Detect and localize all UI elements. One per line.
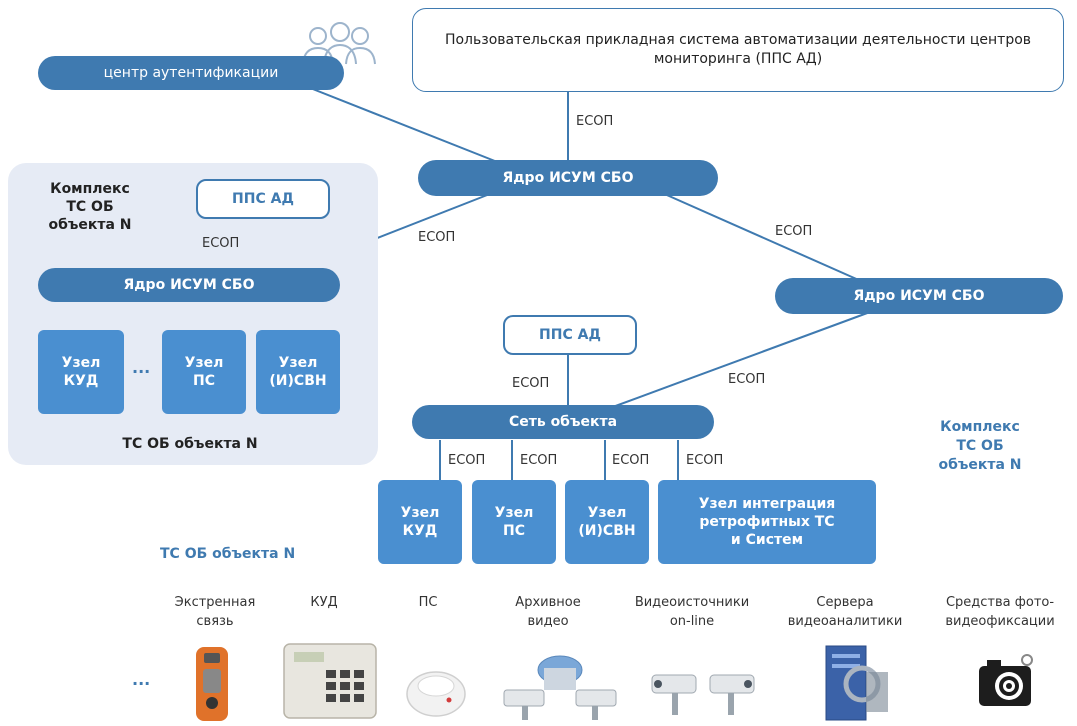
line-core-to-right-core bbox=[659, 191, 871, 286]
top-system-text: Пользовательская прикладная система авто… bbox=[444, 32, 1032, 67]
esop-label-node2: ЕСОП bbox=[520, 453, 558, 468]
device-label-kud: КУД bbox=[310, 595, 338, 610]
right-complex-label: Комплекс ТС ОБ объекта N bbox=[938, 419, 1022, 473]
right-node-kud: Узел КУД bbox=[378, 480, 462, 564]
right-node-isvn: Узел (И)СВН bbox=[565, 480, 649, 564]
left-node-isvn: Узел (И)СВН bbox=[256, 330, 340, 414]
esop-label-top: ЕСОП bbox=[576, 114, 614, 129]
left-complex-footer: ТС ОБ объекта N bbox=[122, 436, 258, 452]
users-icon bbox=[298, 18, 378, 72]
esop-label-right: ЕСОП bbox=[775, 224, 813, 239]
top-system-box: Пользовательская прикладная система авто… bbox=[412, 8, 1064, 92]
esop-label-net: ЕСОП bbox=[728, 372, 766, 387]
device-label-archive: Архивное видео bbox=[515, 595, 581, 629]
central-core: Ядро ИСУМ СБО bbox=[418, 160, 718, 196]
left-complex-title: Комплекс ТС ОБ объекта N bbox=[48, 181, 132, 234]
object-network: Сеть объекта bbox=[412, 405, 714, 439]
esop-label-right-pps: ЕСОП bbox=[512, 376, 550, 391]
device-label-analytics: Сервера видеоаналитики bbox=[787, 595, 903, 629]
esop-label-left: ЕСОП bbox=[418, 230, 456, 245]
video-analytics-server-icon bbox=[818, 640, 894, 726]
left-pps-box: ППС АД bbox=[196, 179, 330, 219]
right-node-ps: Узел ПС bbox=[472, 480, 556, 564]
right-core: Ядро ИСУМ СБО bbox=[775, 278, 1063, 314]
right-node-integration: Узел интеграция ретрофитных ТС и Систем bbox=[658, 480, 876, 564]
right-pps-box: ППС АД bbox=[503, 315, 637, 355]
esop-label-node4: ЕСОП bbox=[686, 453, 724, 468]
esop-label-node3: ЕСОП bbox=[612, 453, 650, 468]
auth-center: центр аутентификации bbox=[38, 56, 344, 90]
device-label-ps: ПС bbox=[418, 595, 438, 610]
online-video-cameras-icon bbox=[648, 665, 758, 725]
left-core: Ядро ИСУМ СБО bbox=[38, 268, 340, 302]
line-auth-to-core bbox=[289, 79, 506, 166]
devices-ellipsis: ... bbox=[132, 670, 151, 689]
device-label-online: Видеоисточники on-line bbox=[634, 595, 750, 629]
photo-camera-icon bbox=[975, 650, 1039, 718]
esop-label-left-pps: ЕСОП bbox=[202, 236, 240, 251]
device-label-photo: Средства фото- видеофиксации bbox=[945, 595, 1055, 629]
esop-label-node1: ЕСОП bbox=[448, 453, 486, 468]
archive-video-cameras-icon bbox=[500, 650, 620, 726]
ts-label: ТС ОБ объекта N bbox=[160, 546, 296, 562]
smoke-detector-icon bbox=[405, 660, 467, 724]
emergency-call-icon bbox=[192, 645, 232, 725]
access-control-keypad-icon bbox=[280, 640, 380, 726]
device-label-emergency: Экстренная связь bbox=[174, 595, 256, 629]
left-nodes-ellipsis: ... bbox=[132, 358, 151, 377]
left-node-ps: Узел ПС bbox=[162, 330, 246, 414]
left-node-kud: Узел КУД bbox=[38, 330, 124, 414]
line-right-core-to-net bbox=[609, 311, 871, 409]
